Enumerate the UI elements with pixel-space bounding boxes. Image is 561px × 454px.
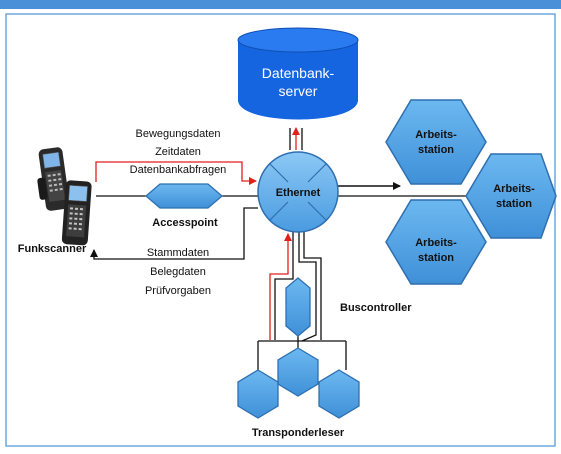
buscontroller-label: Buscontroller (340, 302, 412, 314)
workstation-1: Arbeits- station (385, 99, 487, 185)
upstream-label-2: Zeitdaten (155, 146, 201, 158)
ethernet-label: Ethernet (276, 187, 321, 199)
top-bar (0, 0, 561, 9)
downstream-label-1: Stammdaten (147, 247, 209, 259)
downstream-label-3: Prüfvorgaben (145, 285, 211, 297)
db-label-line1: Datenbank- (262, 65, 335, 81)
downstream-flow-labels: Stammdaten Belegdaten Prüfvorgaben (145, 247, 211, 297)
database-server: Datenbank- server (237, 27, 359, 120)
workstation-3: Arbeits- station (385, 199, 487, 285)
bus-eth-line (274, 232, 294, 340)
transponder-2 (277, 347, 319, 397)
upstream-label-3: Datenbankabfragen (130, 164, 227, 176)
bus-eth-red-arrow (269, 233, 292, 340)
eth-bus-line-right (298, 230, 317, 342)
workstation-3-label-line2: station (418, 252, 454, 264)
ethernet-hub: Ethernet (257, 151, 339, 233)
upstream-flow-labels: Bewegungsdaten Zeitdaten Datenbankabfrag… (130, 128, 227, 176)
transponderleser-label: Transponderleser (252, 427, 345, 439)
transponder-3 (318, 369, 360, 419)
downstream-flow-arrow (90, 207, 258, 260)
workstation-2-label-line2: station (496, 198, 532, 210)
funkscanner-label: Funkscanner (18, 243, 87, 255)
funkscanner-icon (37, 147, 92, 246)
upstream-label-1: Bewegungsdaten (135, 128, 220, 140)
eth-bus-line-outer (303, 230, 322, 340)
downstream-label-2: Belegdaten (150, 266, 206, 278)
workstation-1-label-line1: Arbeits- (415, 129, 457, 141)
accesspoint-label: Accesspoint (152, 217, 218, 229)
workstation-1-label-line2: station (418, 144, 454, 156)
buscontroller-node: Buscontroller (285, 277, 412, 337)
workstation-2: Arbeits- station (465, 153, 557, 239)
db-label-line2: server (279, 83, 318, 99)
upstream-flow-arrow (95, 161, 257, 185)
workstation-3-label-line1: Arbeits- (415, 237, 457, 249)
workstation-2-label-line1: Arbeits- (493, 183, 535, 195)
accesspoint-node: Accesspoint (145, 183, 223, 229)
